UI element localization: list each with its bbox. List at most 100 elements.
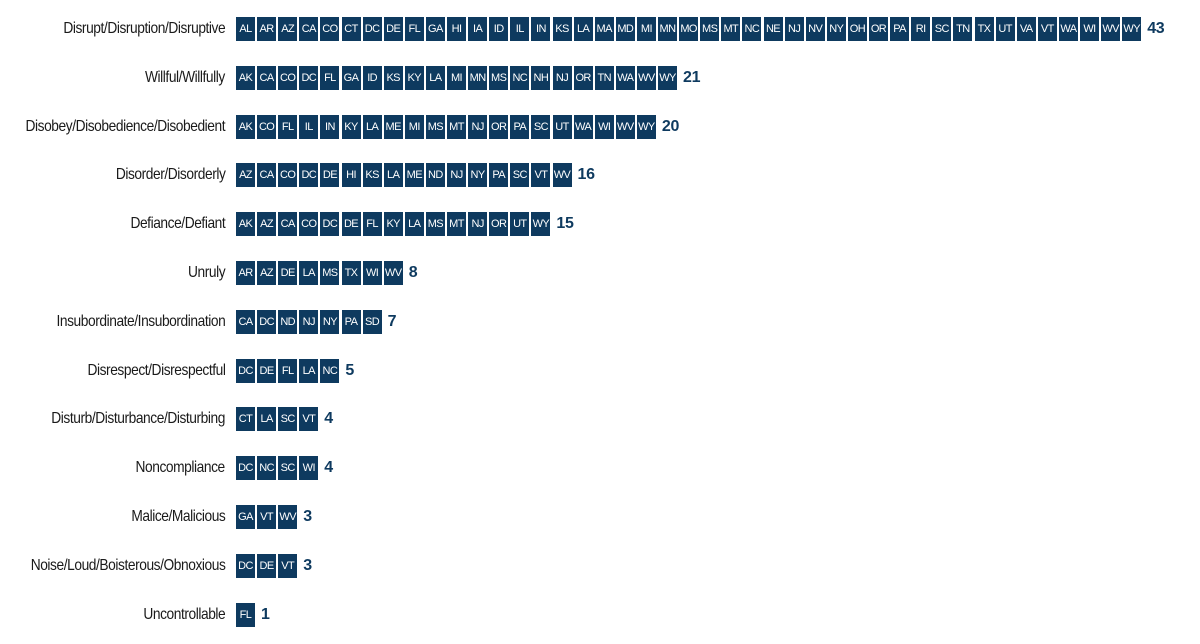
state-tile: PA [341,309,361,334]
state-tile: ID [362,65,382,90]
row-count: 8 [408,264,418,281]
state-tile: DC [257,309,277,334]
state-tile: FL [404,17,424,41]
state-tile: NC [510,65,530,90]
state-tile: PA [890,17,910,41]
state-tile: LA [383,163,403,188]
state-tile: OR [573,65,593,90]
state-tile: MT [447,212,466,237]
state-tile: MO [679,17,699,41]
state-tile: TN [594,65,614,90]
state-tile: KS [383,65,403,90]
state-tile: CO [278,163,298,188]
state-tile: CO [257,114,277,139]
state-tile: AK [236,114,255,139]
state-tile: KS [552,17,572,41]
state-tile: OR [489,212,509,237]
row-count: 7 [387,312,397,330]
state-tile: MN [468,65,488,90]
state-tile: MS [425,114,445,139]
state-tile: CO [278,65,298,90]
row-count: 20 [661,117,680,135]
state-tile: UT [552,114,572,139]
state-tile: DC [362,17,382,41]
row-count: 3 [303,556,312,574]
state-tile: SC [278,407,298,432]
state-tile: IL [510,17,530,41]
state-tile: CT [236,407,255,432]
row-label: Malice/Malicious [130,508,225,525]
state-tile: PA [489,163,509,188]
row-label: Noise/Loud/Boisterous/Obnoxious [30,556,225,574]
state-tile: GA [341,65,361,90]
state-tile: NC [742,17,762,41]
state-tile: CA [278,212,298,237]
state-tile: DE [257,358,277,383]
state-tile: VT [257,505,277,529]
state-tile: WI [362,261,382,285]
state-tile: NJ [468,212,488,237]
state-tile: DC [236,553,255,578]
state-tile: DC [320,212,340,237]
state-tile: NY [468,163,488,188]
state-tile: HI [341,163,361,188]
state-tile: CA [257,65,277,90]
state-tile: VA [1016,17,1036,41]
state-tile: WI [1080,17,1099,41]
state-tile: CA [257,163,277,188]
state-tile: WV [615,114,635,139]
state-tile: WV [278,505,298,529]
row-label: Defiance/Defiant [130,215,225,233]
state-tile: WI [594,114,614,139]
row-count: 21 [683,68,701,86]
state-tile: MT [447,114,466,139]
state-tile: LA [404,212,424,237]
state-tile: KY [341,114,361,139]
state-tile: MS [425,212,445,237]
state-tile: ND [278,309,298,334]
state-tile: NE [763,17,783,41]
state-tile: WY [658,65,677,90]
state-tile: WI [299,456,319,481]
state-tile: HI [447,17,466,41]
state-tile: NJ [468,114,488,139]
state-tile: NC [320,358,340,383]
state-tile: NJ [299,309,319,334]
state-tile: MS [700,17,720,41]
row-count: 4 [324,410,333,428]
state-tile: DE [341,212,361,237]
state-tile: CT [341,17,361,41]
state-tile: SC [278,456,298,481]
state-tile: KS [362,163,382,188]
state-tile: MI [636,17,656,41]
state-tile: NY [826,17,846,41]
state-tile: WY [1122,17,1142,41]
state-tile: ID [489,17,509,41]
state-tile: DC [299,65,319,90]
state-tile: MI [447,65,466,90]
state-tile: PA [510,114,530,139]
state-tile: WA [1058,17,1078,41]
state-tile: SC [531,114,551,139]
state-tile: ND [425,163,445,188]
state-tile: VT [531,163,551,188]
state-tile: FL [320,65,340,90]
state-tile: MA [594,17,614,41]
state-tile: NJ [784,17,804,41]
state-tile: KY [383,212,403,237]
state-tile: CO [299,212,319,237]
row-count: 3 [303,508,312,525]
row-count: 15 [556,215,574,233]
state-tile: AR [257,17,277,41]
state-tile: KY [404,65,424,90]
state-tile: VT [299,407,319,432]
state-tile: CA [299,17,319,41]
